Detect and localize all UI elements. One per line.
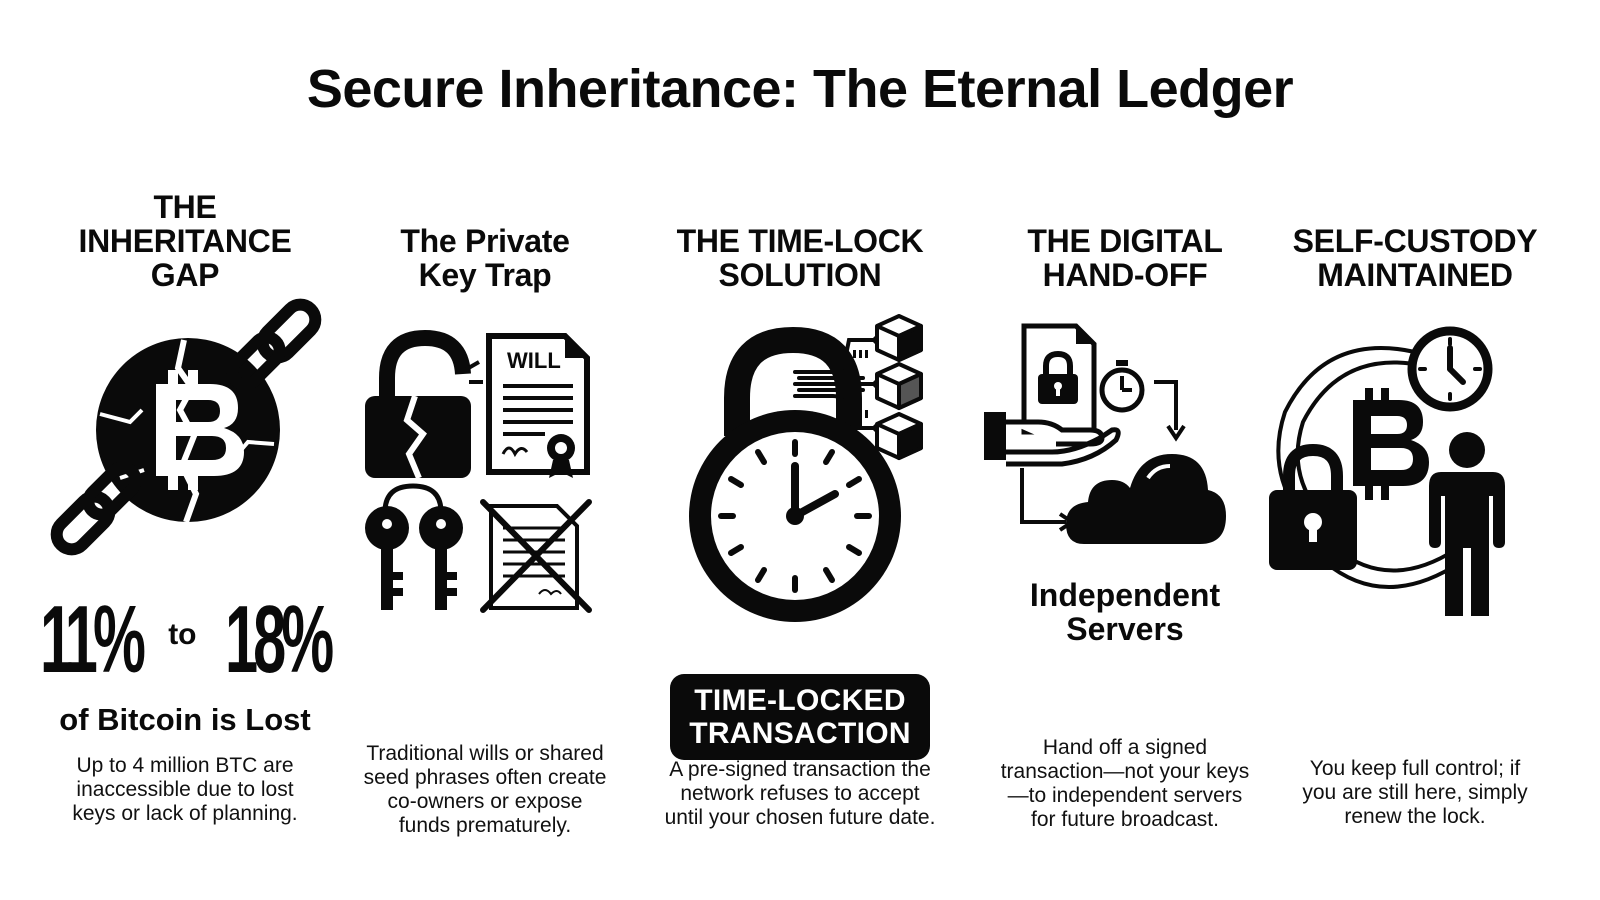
broken-padlock-icon — [365, 329, 485, 480]
will-document-icon: WILL — [485, 332, 593, 482]
column-description: Up to 4 million BTC are inaccessible due… — [72, 754, 298, 825]
broken-bitcoin-icon — [50, 298, 322, 556]
signed-document-lock-icon — [1018, 322, 1218, 442]
stat-caption: of Bitcoin is Lost — [59, 702, 311, 737]
column-heading: THE INHERITANCE GAP — [78, 189, 292, 293]
hand-icon — [982, 408, 1122, 468]
person-icon — [1427, 430, 1507, 620]
page-title: Secure Inheritance: The Eternal Ledger — [306, 59, 1294, 119]
column-heading: THE TIME-LOCK SOLUTION — [676, 223, 924, 293]
cloud-icon — [1066, 448, 1226, 548]
column-description: Traditional wills or shared seed phrases… — [363, 742, 607, 837]
lost-bitcoin-stat: 11% to 18% — [40, 586, 333, 693]
crossed-out-document-icon — [480, 498, 595, 614]
bitcoin-cycle-icon — [1265, 322, 1515, 622]
column-self-custody: SELF-CUSTODY MAINTAINED — [1269, 0, 1555, 900]
stopwatch-icon — [1099, 360, 1145, 413]
column-inheritance-gap: THE INHERITANCE GAP — [40, 0, 333, 900]
column-description: You keep full control; if you are still … — [1302, 757, 1528, 828]
keys-icon — [363, 483, 473, 614]
time-locked-transaction-badge: TIME-LOCKED TRANSACTION — [670, 674, 930, 760]
column-time-lock-solution: THE TIME-LOCK SOLUTION — [645, 0, 955, 900]
column-heading: THE DIGITAL HAND-OFF — [1027, 223, 1223, 293]
column-description: Hand off a signed transaction—not your k… — [1000, 736, 1250, 831]
blockchain-blocks-icon — [793, 312, 943, 482]
column-description: A pre-signed transaction the network ref… — [664, 758, 936, 829]
column-private-key-trap: The Private Key Trap WILL — [345, 0, 625, 900]
will-label: WILL — [507, 348, 561, 373]
clock-icon — [1405, 324, 1495, 414]
column-heading: SELF-CUSTODY MAINTAINED — [1292, 223, 1538, 293]
column-heading: The Private Key Trap — [400, 223, 570, 293]
padlock-icon — [1269, 443, 1357, 570]
column-digital-hand-off: THE DIGITAL HAND-OFF — [980, 0, 1270, 900]
independent-servers-label: Independent Servers — [1029, 577, 1221, 647]
clock-padlock-icon — [665, 326, 965, 626]
